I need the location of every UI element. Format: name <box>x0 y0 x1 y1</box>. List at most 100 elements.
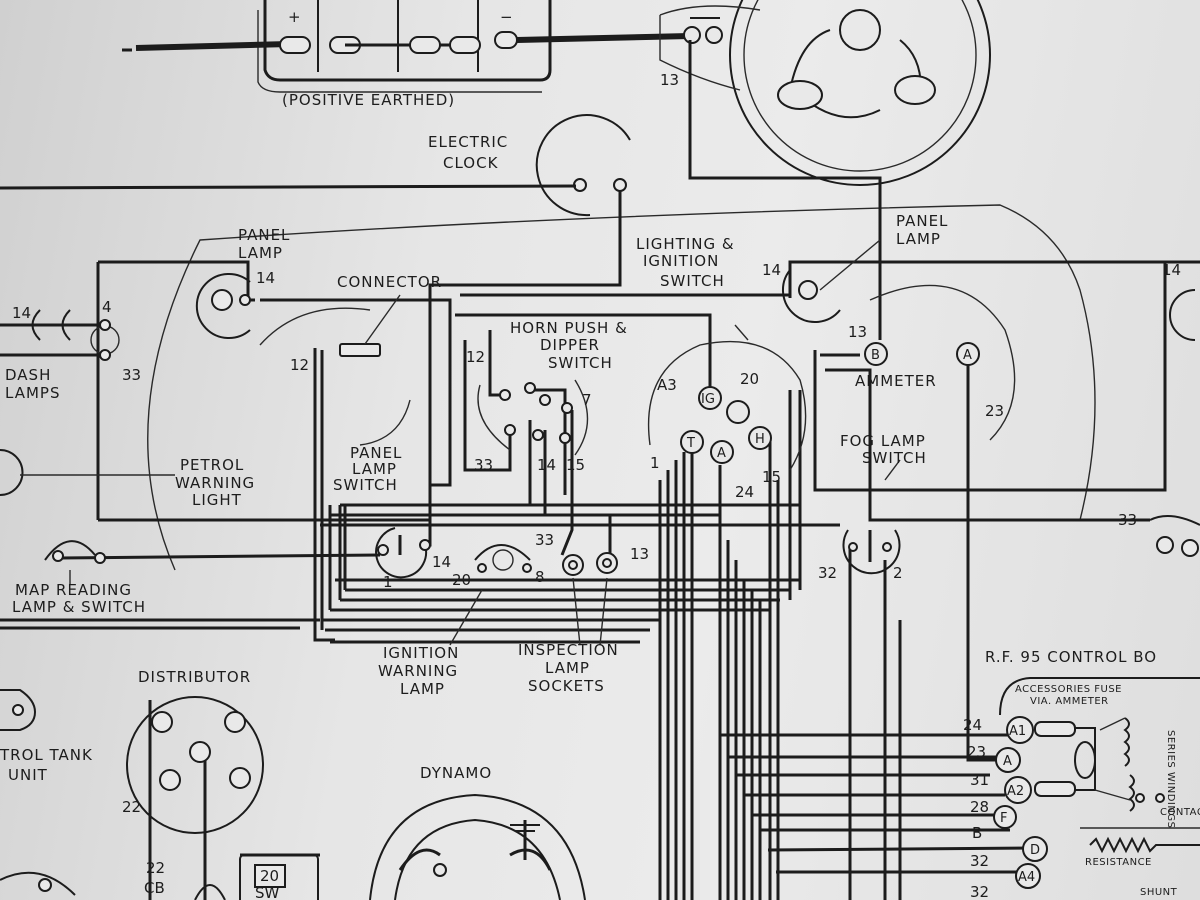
wire-a3: A3 <box>657 376 677 394</box>
terminal-a4: A4 <box>1018 870 1035 885</box>
terminal-a2: A2 <box>1007 784 1024 799</box>
wire-22-dist: 22 <box>122 798 141 816</box>
lighting-switch-label-2: IGNITION <box>643 252 719 270</box>
ignition-warning-label-3: LAMP <box>400 680 445 698</box>
panel-lamp-switch-label-2: LAMP <box>352 460 397 478</box>
dash-lamps-label-2: LAMPS <box>5 384 60 402</box>
map-reading-lamp: MAP READING LAMP & SWITCH <box>12 540 146 616</box>
wire-33-horn: 33 <box>474 456 493 474</box>
wire-31-cb: 31 <box>970 771 989 789</box>
sw-label: SW <box>255 884 280 900</box>
wire-14-left: 14 <box>12 304 31 322</box>
panel-lamp-left-label-1: PANEL <box>238 226 290 244</box>
distributor: DISTRIBUTOR <box>126 668 264 834</box>
petrol-tank-label-2: UNIT <box>8 766 48 784</box>
dash-lamps: DASH LAMPS <box>5 309 120 402</box>
lighting-switch-label-1: LIGHTING & <box>636 235 735 253</box>
electric-clock: ELECTRIC CLOCK <box>428 114 631 217</box>
dynamo: DYNAMO <box>369 764 586 900</box>
panel-lamp-switch: PANEL LAMP SWITCH <box>333 444 431 579</box>
ammeter: B A AMMETER <box>855 284 1016 441</box>
petrol-warning-label-3: LIGHT <box>192 491 242 509</box>
starter-motor <box>659 0 991 186</box>
terminal-h: H <box>755 432 765 447</box>
terminal-f: F <box>1000 811 1007 826</box>
wire-12-horn: 12 <box>466 348 485 366</box>
petrol-tank-unit: TROL TANK UNIT <box>0 689 93 896</box>
resistance-label: RESISTANCE <box>1085 857 1152 868</box>
fog-lamp-switch: FOG LAMP SWITCH <box>840 432 927 575</box>
wire-1-switch: 1 <box>650 454 660 472</box>
panel-lamp-right-label-1: PANEL <box>896 212 948 230</box>
wire-1-pls: 1 <box>383 573 393 591</box>
contacts-label: CONTAC <box>1160 807 1200 818</box>
wire-8-iwl: 8 <box>535 568 545 586</box>
wire-23-ammeter: 23 <box>985 402 1004 420</box>
wire-15-horn: 15 <box>566 456 585 474</box>
wire-12-left: 12 <box>290 356 309 374</box>
wire-13-ammeter: 13 <box>848 323 867 341</box>
wire-32-fog: 32 <box>818 564 837 582</box>
shunt-label: SHUNT <box>1140 887 1178 898</box>
connector-label: CONNECTOR <box>337 273 442 291</box>
dynamo-label: DYNAMO <box>420 764 492 782</box>
wire-23-cb: 23 <box>967 743 986 761</box>
wire-20-switch: 20 <box>740 370 759 388</box>
via-ammeter-label: VIA. AMMETER <box>1030 696 1109 707</box>
wire-22-cb: 22 <box>146 859 165 877</box>
control-box: R.F. 95 CONTROL BO ACCESSORIES FUSE VIA.… <box>985 648 1200 898</box>
wire-13-top: 13 <box>660 71 679 89</box>
wire-7: 7 <box>582 391 592 409</box>
wire-14-pls: 14 <box>432 553 451 571</box>
map-reading-label-2: LAMP & SWITCH <box>12 598 146 616</box>
ignition-coil: 20 SW <box>194 854 319 900</box>
right-edge-lamp <box>1149 515 1200 557</box>
terminal-b: B <box>871 348 880 363</box>
panel-lamp-switch-label-1: PANEL <box>350 444 402 462</box>
wire-14-horn: 14 <box>537 456 556 474</box>
petrol-tank-label-1: TROL TANK <box>0 746 93 764</box>
wire-14-far-right: 14 <box>1162 261 1181 279</box>
connector: CONNECTOR <box>259 273 442 446</box>
wire-33-sockets: 33 <box>535 531 554 549</box>
wire-2-fog: 2 <box>893 564 903 582</box>
wire-32-cb: 32 <box>970 852 989 870</box>
wire-32b-cb: 32 <box>970 883 989 900</box>
fog-lamp-label-1: FOG LAMP <box>840 432 926 450</box>
control-box-label: R.F. 95 CONTROL BO <box>985 648 1157 666</box>
wire-24-cb: 24 <box>963 716 982 734</box>
fog-lamp-label-2: SWITCH <box>862 449 927 467</box>
far-right-lamp <box>1169 289 1196 341</box>
cb-label: CB <box>144 879 165 897</box>
map-reading-label-1: MAP READING <box>15 581 132 599</box>
inspection-label-3: SOCKETS <box>528 677 605 695</box>
wire-4: 4 <box>102 298 112 316</box>
ignition-warning-label-1: IGNITION <box>383 644 459 662</box>
terminal-a: A <box>963 348 972 363</box>
inspection-lamp-sockets: INSPECTION LAMP SOCKETS <box>518 552 619 695</box>
horn-push-label-1: HORN PUSH & <box>510 319 628 337</box>
panel-lamp-left: PANEL LAMP <box>195 226 290 339</box>
wire-13-sockets: 13 <box>630 545 649 563</box>
wire-28-cb: 28 <box>970 798 989 816</box>
wire-b-cb: B <box>972 824 982 842</box>
terminal-ig: IG <box>701 392 715 407</box>
battery-plus-label: + <box>288 8 302 26</box>
inspection-label-1: INSPECTION <box>518 641 619 659</box>
electric-clock-label-1: ELECTRIC <box>428 133 508 151</box>
terminal-a1: A1 <box>1009 724 1026 739</box>
wire-15-switch: 15 <box>762 468 781 486</box>
horn-push-label-3: SWITCH <box>548 354 613 372</box>
ammeter-label: AMMETER <box>855 372 937 390</box>
distributor-label: DISTRIBUTOR <box>138 668 251 686</box>
wire-33-left: 33 <box>122 366 141 384</box>
horn-push-dipper-switch: HORN PUSH & DIPPER SWITCH <box>477 319 628 456</box>
wires <box>0 40 1200 900</box>
battery-minus-label: − <box>500 8 514 26</box>
positive-earthed-label: (POSITIVE EARTHED) <box>282 91 455 109</box>
lighting-switch-label-3: SWITCH <box>660 272 725 290</box>
series-windings-label: SERIES WINDINGS <box>1165 730 1176 828</box>
panel-lamp-switch-label-3: SWITCH <box>333 476 398 494</box>
